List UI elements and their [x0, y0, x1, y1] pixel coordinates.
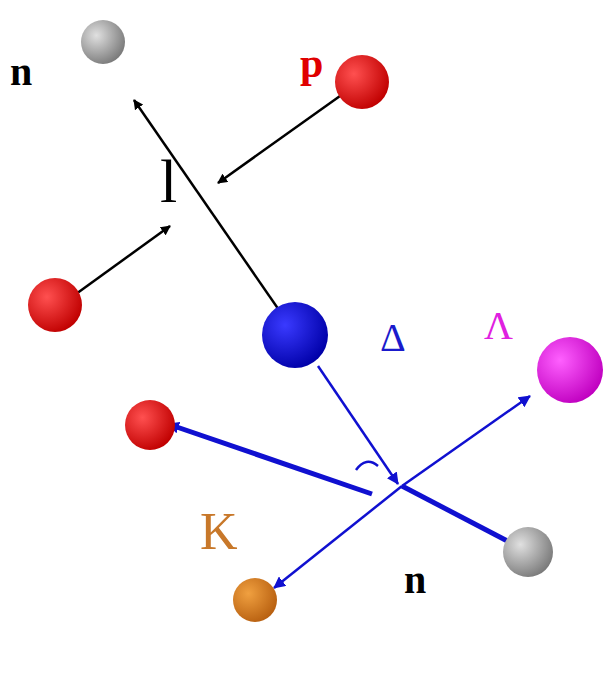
particle-label: n: [10, 52, 32, 92]
particle-label: p: [300, 42, 323, 84]
particle-label: K: [200, 506, 238, 558]
particle-label: Δ: [380, 318, 406, 358]
particle-label: Λ: [484, 306, 513, 346]
vertex-label: l: [160, 150, 177, 212]
particle-label: n: [404, 560, 426, 600]
